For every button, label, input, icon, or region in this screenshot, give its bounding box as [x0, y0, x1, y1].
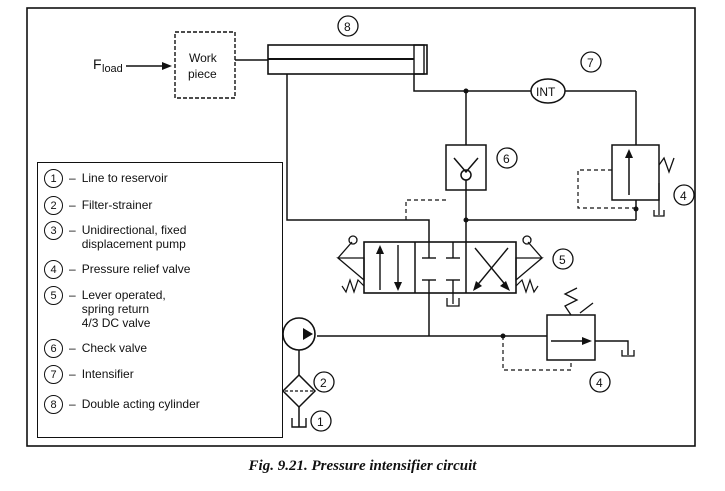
legend-item: 6 – Check valve — [44, 339, 147, 358]
legend-dash: – — [69, 397, 76, 411]
legend-dash: – — [69, 198, 76, 212]
legend-number: 1 — [44, 169, 63, 188]
diagram-frame — [26, 7, 696, 447]
callout-cylinder: 8 — [337, 15, 359, 37]
intensifier: INT — [530, 78, 566, 104]
svg-text:8: 8 — [344, 20, 351, 34]
svg-text:4: 4 — [596, 376, 603, 390]
filter-strainer — [281, 373, 317, 409]
check-valve — [405, 144, 487, 220]
svg-text:6: 6 — [503, 152, 510, 166]
workpiece-label-line2: piece — [188, 67, 217, 81]
intensifier-label: INT — [536, 85, 556, 99]
legend-number: 5 — [44, 286, 63, 305]
callout-filter: 2 — [313, 371, 335, 393]
legend-text: Lever operated, spring return 4/3 DC val… — [81, 288, 166, 330]
svg-text:2: 2 — [320, 376, 327, 390]
legend-text: Filter-strainer — [81, 198, 153, 212]
legend-number: 7 — [44, 365, 63, 384]
pressure-relief-valve-bottom — [502, 287, 635, 371]
workpiece: Work piece — [174, 31, 268, 99]
legend-number: 4 — [44, 260, 63, 279]
load-label: F — [93, 56, 102, 72]
reservoir — [291, 418, 307, 428]
legend-number: 3 — [44, 221, 63, 240]
callout-relief-valve-top: 4 — [673, 184, 695, 206]
callout-reservoir: 1 — [310, 410, 332, 432]
legend-number: 8 — [44, 395, 63, 414]
legend-text: Unidirectional, fixed displacement pump — [81, 223, 187, 251]
legend-text: Check valve — [81, 341, 148, 355]
double-acting-cylinder — [267, 44, 428, 75]
callout-intensifier: 7 — [580, 51, 602, 73]
load-subscript: load — [102, 63, 123, 75]
svg-text:5: 5 — [559, 253, 566, 267]
pressure-relief-valve-top — [577, 144, 675, 217]
legend-item: 4 – Pressure relief valve — [44, 260, 190, 279]
workpiece-label-line1: Work — [189, 51, 218, 65]
legend-dash: – — [69, 367, 76, 381]
legend-item: 3 – Unidirectional, fixed displacement p… — [44, 221, 186, 251]
callout-check-valve: 6 — [496, 147, 518, 169]
legend-text: Line to reservoir — [81, 171, 168, 185]
legend-box: 1 – Line to reservoir 2 – Filter-straine… — [37, 162, 283, 438]
legend-item: 2 – Filter-strainer — [44, 196, 152, 215]
legend-dash: – — [69, 223, 76, 237]
callout-relief-valve-bottom: 4 — [589, 371, 611, 393]
legend-dash: – — [69, 171, 76, 185]
legend-item: 7 – Intensifier — [44, 365, 134, 384]
hydraulic-lines — [286, 74, 637, 427]
junction-dots — [463, 88, 639, 339]
svg-text:7: 7 — [587, 56, 594, 70]
svg-text:4: 4 — [680, 189, 687, 203]
legend-text: Pressure relief valve — [81, 262, 191, 276]
legend-dash: – — [69, 288, 76, 302]
figure-caption: Fig. 9.21. Pressure intensifier circuit — [248, 458, 477, 474]
load-force: F load — [93, 56, 172, 75]
pump — [282, 317, 316, 351]
legend-dash: – — [69, 341, 76, 355]
dc-valve-4-3 — [336, 235, 544, 307]
legend-item: 1 – Line to reservoir — [44, 169, 168, 188]
legend-number: 6 — [44, 339, 63, 358]
legend-item: 5 – Lever operated, spring return 4/3 DC… — [44, 286, 166, 330]
legend-text: Intensifier — [81, 367, 134, 381]
legend-item: 8 – Double acting cylinder — [44, 395, 200, 414]
legend-number: 2 — [44, 196, 63, 215]
legend-text: Double acting cylinder — [81, 397, 200, 411]
callout-dc-valve: 5 — [552, 248, 574, 270]
svg-text:1: 1 — [317, 415, 324, 429]
legend-dash: – — [69, 262, 76, 276]
